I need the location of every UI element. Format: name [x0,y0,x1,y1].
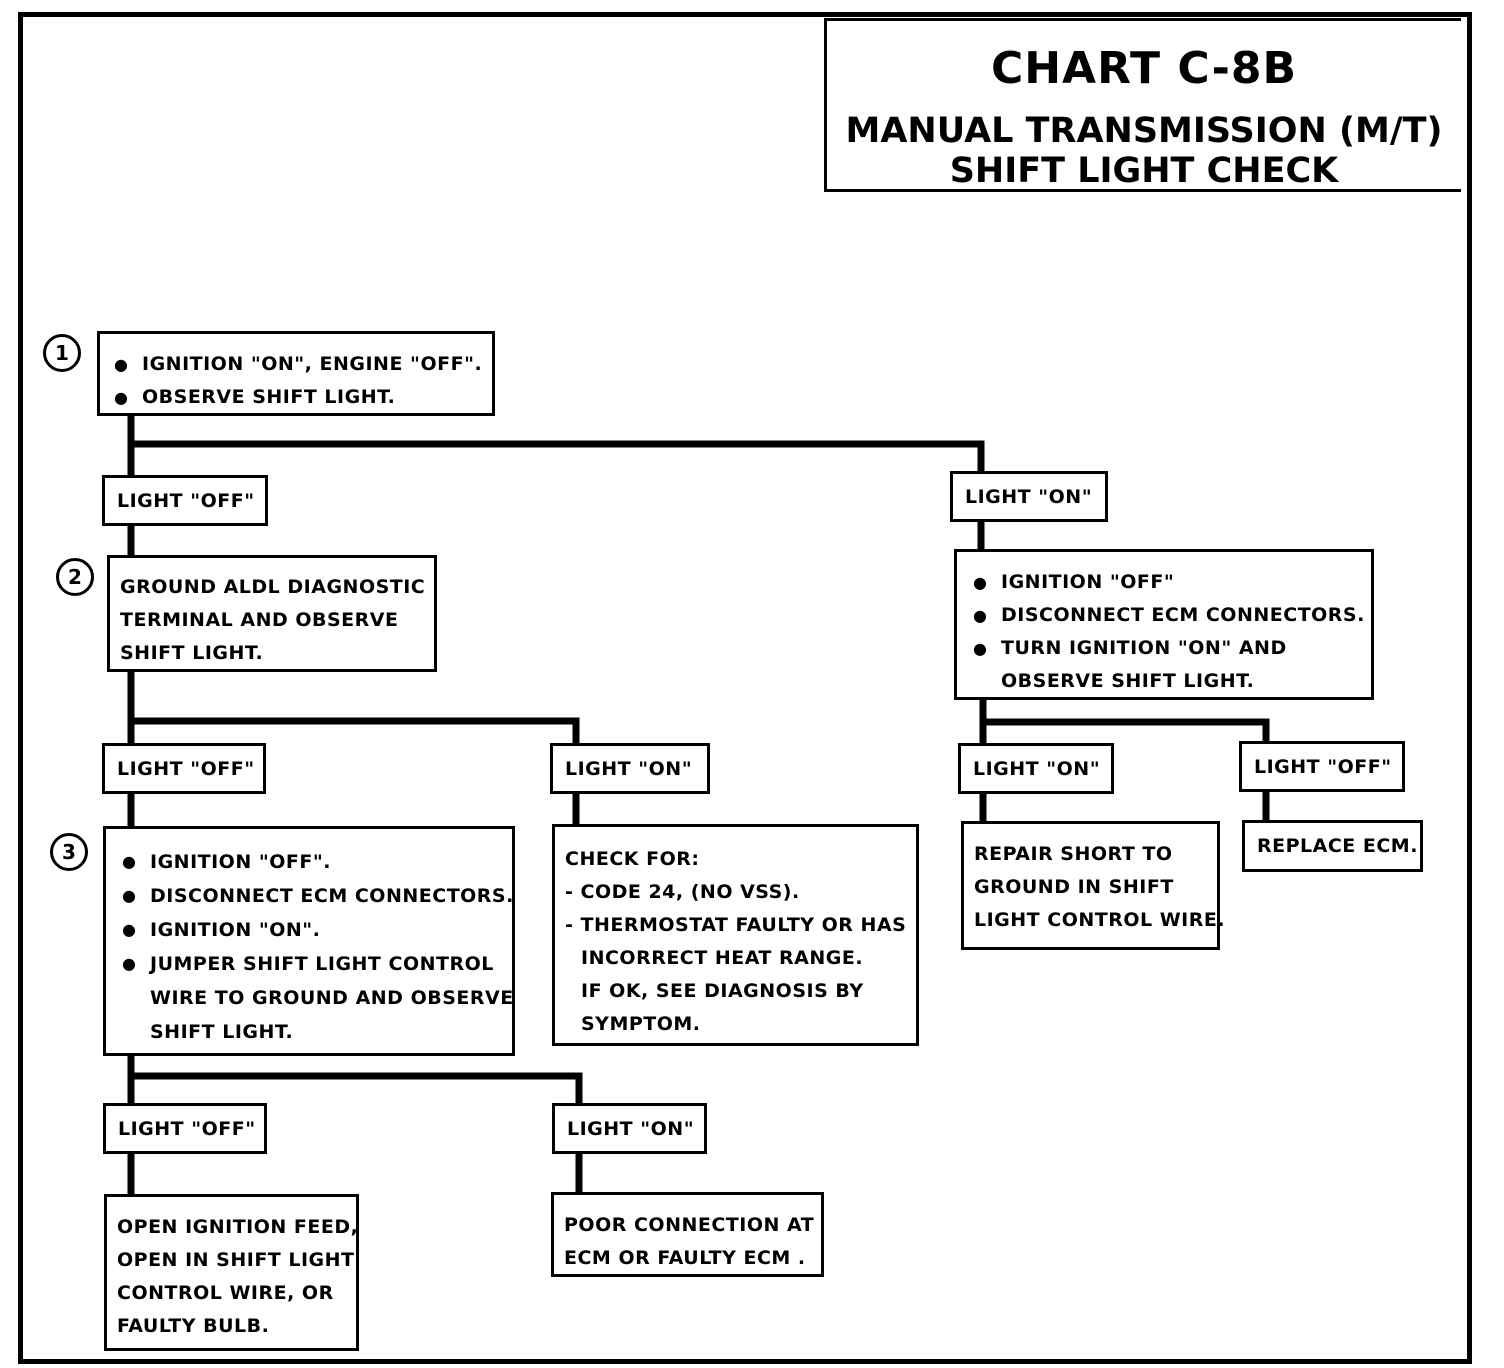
step-number-3: 3 [50,833,88,871]
check-for-line-5: SYMPTOM. [581,1013,701,1035]
check-for-line-1: - CODE 24, (NO VSS). [565,881,800,903]
chart-subtitle-line2: SHIFT LIGHT CHECK [949,151,1339,191]
right-light-on-label: LIGHT "ON" [958,743,1114,794]
step2-box: GROUND ALDL DIAGNOSTIC TERMINAL AND OBSE… [107,555,437,672]
step3-box: IGNITION "OFF". DISCONNECT ECM CONNECTOR… [103,826,515,1056]
step2-line-2: TERMINAL AND OBSERVE [120,609,399,631]
step-number-1: 1 [43,334,81,372]
poor-connection-box: POOR CONNECTION AT ECM OR FAULTY ECM . [551,1192,824,1277]
poor-connection-line-1: POOR CONNECTION AT [564,1214,815,1236]
check-for-box: CHECK FOR: - CODE 24, (NO VSS). - THERMO… [552,824,919,1046]
step2-line-3: SHIFT LIGHT. [120,642,264,664]
open-ignition-line-2: OPEN IN SHIFT LIGHT [117,1249,355,1271]
step3-item-4: JUMPER SHIFT LIGHT CONTROL [118,947,504,981]
right-light-off-label: LIGHT "OFF" [1239,741,1405,792]
right-check-box: IGNITION "OFF" DISCONNECT ECM CONNECTORS… [954,549,1374,700]
step2-light-off-label: LIGHT "OFF" [102,743,266,794]
step3-item-3: IGNITION "ON". [118,913,504,947]
step1-light-on-label: LIGHT "ON" [950,471,1108,522]
title-box: CHART C-8B MANUAL TRANSMISSION (M/T) SHI… [824,18,1461,192]
open-ignition-line-4: FAULTY BULB. [117,1315,270,1337]
chart-title: CHART C-8B [990,43,1298,94]
step3-item-4-cont-1: WIRE TO GROUND AND OBSERVE [150,987,514,1009]
repair-short-line-2: GROUND IN SHIFT [974,876,1174,898]
step1-item-2: OBSERVE SHIFT LIGHT. [110,381,484,414]
repair-short-line-3: LIGHT CONTROL WIRE. [974,909,1226,931]
right-check-item-2: DISCONNECT ECM CONNECTORS. [969,599,1364,632]
step1-light-off-label: LIGHT "OFF" [102,475,268,526]
chart-subtitle-line1: MANUAL TRANSMISSION (M/T) [845,111,1443,151]
step2-light-on-label: LIGHT "ON" [550,743,710,794]
repair-short-line-1: REPAIR SHORT TO [974,843,1173,865]
chart-frame [18,12,1472,1364]
step3-item-2: DISCONNECT ECM CONNECTORS. [118,879,513,913]
check-for-line-2: - THERMOSTAT FAULTY OR HAS [565,914,907,936]
right-check-item-1: IGNITION "OFF" [969,566,1363,599]
step3-light-off-label: LIGHT "OFF" [103,1103,267,1154]
step-number-2: 2 [56,558,94,596]
check-for-line-4: IF OK, SEE DIAGNOSIS BY [581,980,864,1002]
repair-short-box: REPAIR SHORT TO GROUND IN SHIFT LIGHT CO… [961,821,1226,950]
open-ignition-line-1: OPEN IGNITION FEED, [117,1216,359,1238]
replace-ecm-box: REPLACE ECM. [1242,820,1423,872]
step1-box: IGNITION "ON", ENGINE "OFF". OBSERVE SHI… [97,331,495,416]
right-check-item-3-cont: OBSERVE SHIFT LIGHT. [1001,670,1255,692]
step3-light-on-label: LIGHT "ON" [552,1103,707,1154]
step3-item-1: IGNITION "OFF". [118,845,504,879]
check-for-line-3: INCORRECT HEAT RANGE. [581,947,864,969]
step1-item-1: IGNITION "ON", ENGINE "OFF". [110,348,484,381]
poor-connection-line-2: ECM OR FAULTY ECM . [564,1247,806,1269]
right-check-item-3: TURN IGNITION "ON" AND [969,632,1363,665]
check-for-heading: CHECK FOR: [565,848,700,870]
step2-line-1: GROUND ALDL DIAGNOSTIC [120,576,426,598]
open-ignition-box: OPEN IGNITION FEED, OPEN IN SHIFT LIGHT … [104,1194,359,1351]
step3-item-4-cont-2: SHIFT LIGHT. [150,1021,294,1043]
open-ignition-line-3: CONTROL WIRE, OR [117,1282,334,1304]
